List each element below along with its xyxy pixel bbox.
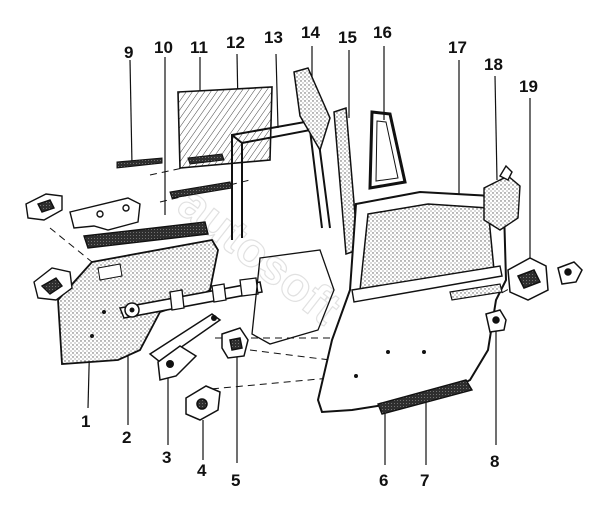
part-inner-handle xyxy=(33,267,73,301)
callout-11: 11 xyxy=(190,38,208,57)
part-4-lock-actuator xyxy=(185,385,221,421)
callout-9: 9 xyxy=(124,43,133,62)
part-6-door-shell xyxy=(316,190,508,414)
callout-3: 3 xyxy=(162,448,171,467)
callout-7: 7 xyxy=(420,471,429,490)
callout-14: 14 xyxy=(301,23,320,42)
part-1-door-trim-panel xyxy=(57,239,219,365)
callout-labels: 1 2 3 4 5 6 7 8 9 10 11 12 13 14 15 16 1… xyxy=(81,23,538,490)
part-16-quarter-glass xyxy=(368,110,407,190)
callout-1: 1 xyxy=(81,412,90,431)
part-11-inner-strip xyxy=(169,153,233,199)
part-7-sill-molding xyxy=(377,379,474,415)
part-8-door-striker xyxy=(485,309,507,333)
part-5-door-lock xyxy=(221,327,249,359)
part-17-belt-molding xyxy=(449,283,503,301)
part-2-window-regulator xyxy=(118,277,263,319)
callout-13: 13 xyxy=(264,28,283,47)
callout-4: 4 xyxy=(197,461,207,480)
callout-6: 6 xyxy=(379,471,388,490)
part-18-wiring-grommet xyxy=(483,164,521,231)
callout-18: 18 xyxy=(484,55,503,74)
part-inner-handle-cup xyxy=(25,193,63,221)
callout-16: 16 xyxy=(373,23,392,42)
part-10-trim-strip xyxy=(83,221,209,249)
callout-12: 12 xyxy=(226,33,245,52)
callout-2: 2 xyxy=(122,428,131,447)
part-9-weatherstrip xyxy=(116,157,163,169)
callout-5: 5 xyxy=(231,471,240,490)
callout-17: 17 xyxy=(448,38,467,57)
part-armrest-block xyxy=(69,197,141,231)
callout-8: 8 xyxy=(490,452,499,471)
callout-10: 10 xyxy=(154,38,173,57)
callout-19: 19 xyxy=(519,77,538,96)
part-19-door-hinge xyxy=(507,257,583,301)
part-door-inner-outline xyxy=(251,249,335,345)
part-3-regulator-arm xyxy=(148,313,222,381)
part-14-quarter-glass-seal xyxy=(293,67,331,152)
callout-15: 15 xyxy=(338,28,357,47)
part-12-door-glass xyxy=(177,86,273,169)
